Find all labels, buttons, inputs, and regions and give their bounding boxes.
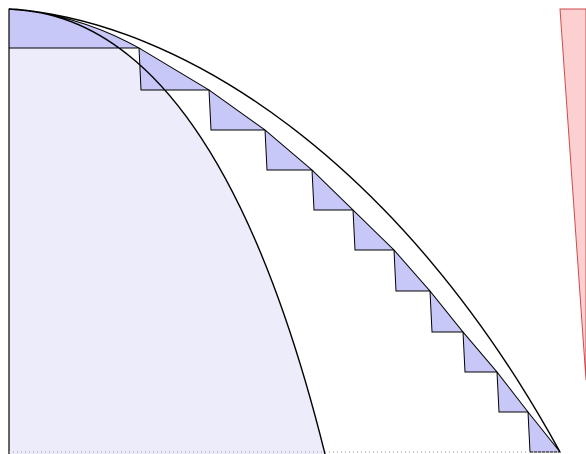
red-wedge [559, 8, 586, 381]
step-triangle [496, 370, 530, 413]
step-triangle [393, 248, 432, 292]
step-triangle [311, 168, 355, 211]
inner-curve [8, 8, 326, 454]
outer-curve [8, 8, 561, 453]
inner-region [9, 9, 325, 454]
step-triangle [352, 208, 396, 251]
step-triangle [138, 47, 211, 91]
step-triangle [462, 330, 499, 373]
step-triangle [429, 289, 465, 333]
step-triangle [208, 88, 267, 131]
top-band [8, 8, 141, 49]
step-triangle [527, 410, 562, 453]
step-triangle [264, 128, 314, 171]
